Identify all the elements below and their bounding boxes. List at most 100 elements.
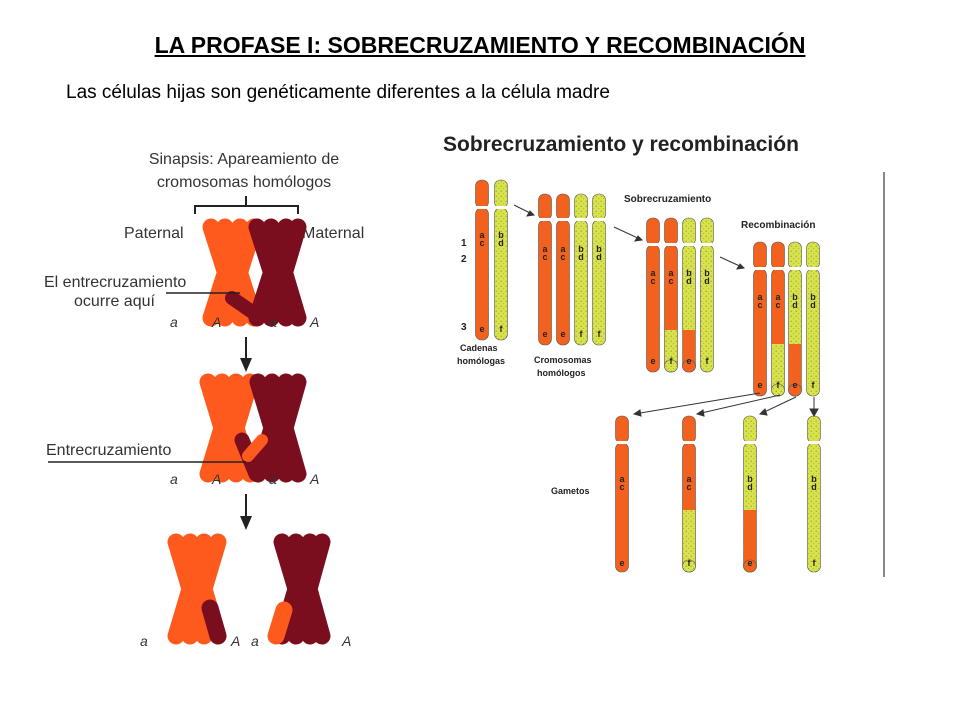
gene-label: f — [670, 356, 674, 366]
gene-label: f — [813, 558, 817, 568]
gene-label: d — [498, 238, 504, 248]
homologs-label-line2: homólogos — [537, 368, 586, 378]
gene-label: e — [792, 380, 797, 390]
arrow-down-left-icon — [696, 394, 781, 415]
gene-label: c — [668, 276, 673, 286]
gene-label: b — [704, 268, 710, 278]
gene-label: a — [650, 268, 656, 278]
gene-label: b — [578, 244, 584, 254]
recombinant-chromosome-maternal — [267, 533, 331, 645]
chiasma-chromosome-pair — [199, 373, 307, 483]
chromatid: ace — [752, 241, 768, 397]
chromatid: bd f — [805, 241, 821, 397]
allele-label: a — [140, 633, 148, 649]
gene-label: c — [775, 300, 780, 310]
chromatid: ac e — [555, 193, 571, 346]
arrow-right-icon — [736, 263, 746, 270]
gene-label: e — [542, 329, 547, 339]
row-number: 2 — [461, 254, 467, 265]
arrow-down-left-icon — [633, 392, 761, 415]
gene-label: b — [498, 230, 504, 240]
gene-label: e — [757, 380, 762, 390]
gene-label: d — [792, 300, 798, 310]
arrow-down-icon — [809, 408, 819, 418]
gene-label: e — [479, 324, 484, 334]
allele-label: a — [269, 314, 277, 330]
stage-label-recombination: Recombinación — [741, 220, 815, 231]
gene-label: d — [747, 482, 753, 492]
allele-label: a — [170, 314, 178, 330]
allele-label: A — [211, 314, 221, 330]
chromatid: ac f — [663, 217, 679, 373]
chromatid: bd e — [681, 217, 697, 373]
gene-label: f — [500, 324, 504, 334]
chains-label-line1: Cadenas — [460, 343, 498, 353]
arrow-down-left-icon — [758, 408, 768, 416]
allele-label: A — [211, 471, 221, 487]
chromatid: bdf — [591, 193, 607, 346]
chromatid: bdf — [806, 415, 822, 573]
gene-label: c — [560, 252, 565, 262]
gene-label: b — [810, 292, 816, 302]
gene-label: c — [542, 252, 547, 262]
allele-label: A — [309, 314, 319, 330]
slide-subtitle: Las células hijas son genéticamente dife… — [66, 82, 610, 103]
figure-border — [883, 172, 885, 577]
arrow-down-left-icon — [695, 409, 705, 417]
chromatid: ace — [614, 415, 630, 573]
chromatid: bde — [742, 415, 758, 573]
allele-label: A — [309, 471, 319, 487]
allele-label: a — [269, 471, 277, 487]
gene-label: f — [706, 356, 710, 366]
gene-label: f — [777, 380, 781, 390]
gene-label: d — [704, 276, 710, 286]
allele-label: a — [251, 633, 259, 649]
gene-label: c — [479, 238, 484, 248]
gene-label: e — [686, 356, 691, 366]
chromatid: ace — [645, 217, 661, 373]
allele-label: A — [341, 633, 351, 649]
crossover-label-line2: ocurre aquí — [74, 293, 155, 310]
gene-label: a — [668, 268, 674, 278]
gene-label: d — [810, 300, 816, 310]
chromatid-set: acebdfaceacebdfbdfaceacfbdebdfaceacfbdeb… — [474, 179, 822, 573]
gene-label: b — [747, 474, 753, 484]
arrow-down-icon — [240, 358, 252, 372]
gametes-label: Gametos — [551, 486, 590, 496]
synapsis-heading-line1: Sinapsis: Apareamiento de — [149, 151, 339, 168]
chiasma-label: Entrecruzamiento — [46, 442, 171, 459]
chromatid: bde — [787, 241, 803, 397]
gene-label: f — [688, 558, 692, 568]
homologs-bracket — [194, 196, 299, 214]
maternal-label: Maternal — [302, 225, 364, 242]
arrow-down-icon — [240, 516, 252, 530]
stage-label-crossing: Sobrecruzamiento — [624, 194, 711, 205]
chains-label-line2: homólogas — [457, 356, 505, 366]
gene-label: f — [598, 329, 602, 339]
arrow-right-icon — [634, 235, 644, 242]
gene-label: a — [775, 292, 781, 302]
gene-label: e — [560, 329, 565, 339]
chromatid: bdf — [573, 193, 589, 346]
gene-label: d — [686, 276, 692, 286]
gene-label: a — [560, 244, 566, 254]
row-number: 3 — [461, 322, 467, 333]
left-figure: Sinapsis: Apareamiento de cromosomas hom… — [44, 151, 364, 649]
chromatid: bd f — [493, 179, 509, 341]
chromatid: bd f — [699, 217, 715, 373]
gene-label: b — [686, 268, 692, 278]
gene-label: e — [619, 558, 624, 568]
gene-label: a — [686, 474, 692, 484]
right-figure-title: Sobrecruzamiento y recombinación — [443, 133, 799, 156]
slide-title: LA PROFASE I: SOBRECRUZAMIENTO Y RECOMBI… — [154, 32, 806, 58]
allele-label: A — [230, 633, 240, 649]
arrow-right-icon — [526, 210, 536, 217]
gene-label: f — [812, 380, 816, 390]
gene-label: a — [619, 474, 625, 484]
gene-label: c — [686, 482, 691, 492]
gene-label: b — [811, 474, 817, 484]
gene-label: b — [596, 244, 602, 254]
gene-label: e — [650, 356, 655, 366]
arrow-down-left-icon — [632, 409, 642, 417]
